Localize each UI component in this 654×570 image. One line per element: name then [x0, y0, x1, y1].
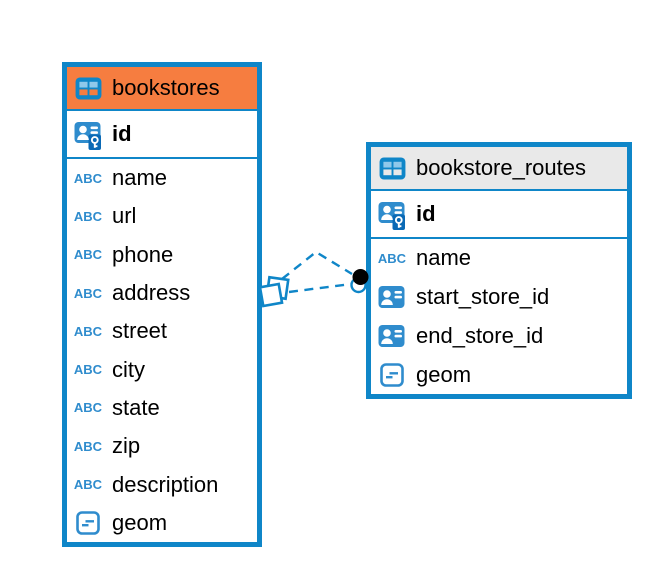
column-row[interactable]: ABC state — [67, 389, 257, 427]
column-name: street — [112, 318, 168, 344]
table-bookstores-header[interactable]: bookstores — [67, 67, 257, 111]
table-bookstore-routes-header[interactable]: bookstore_routes — [371, 147, 627, 191]
column-row[interactable]: geom — [67, 504, 257, 542]
column-row[interactable]: geom — [371, 355, 627, 394]
column-name: phone — [112, 241, 174, 267]
column-name: zip — [112, 433, 141, 459]
text-type-icon: ABC — [73, 170, 103, 186]
relationship-squares-marker — [258, 275, 290, 308]
column-row-id[interactable]: id — [371, 191, 627, 239]
text-type-icon: ABC — [73, 323, 103, 339]
column-row[interactable]: ABC city — [67, 350, 257, 388]
column-name: name — [416, 245, 472, 271]
relationship-line-upper — [281, 250, 353, 280]
table-title: bookstore_routes — [416, 155, 586, 180]
column-row[interactable]: ABC phone — [67, 236, 257, 274]
column-name: address — [112, 280, 191, 306]
column-name: id — [112, 121, 132, 146]
column-row-id[interactable]: id — [67, 111, 257, 159]
column-name: state — [112, 394, 160, 420]
column-name: url — [112, 203, 137, 229]
table-icon — [73, 76, 103, 100]
column-name: description — [112, 471, 219, 497]
column-name: start_store_id — [416, 284, 550, 310]
text-type-icon: ABC — [73, 438, 103, 454]
text-type-icon: ABC — [73, 285, 103, 301]
column-row[interactable]: ABC name — [371, 239, 627, 278]
column-name: name — [112, 165, 168, 191]
text-type-icon: ABC — [377, 250, 407, 266]
column-name: end_store_id — [416, 322, 544, 348]
geometry-type-icon — [377, 362, 407, 387]
text-type-icon: ABC — [73, 362, 103, 378]
column-row[interactable]: ABC url — [67, 197, 257, 235]
text-type-icon: ABC — [73, 400, 103, 416]
foreign-key-icon — [377, 324, 407, 348]
table-icon — [377, 156, 407, 180]
column-name: city — [112, 356, 145, 382]
text-type-icon: ABC — [73, 247, 103, 263]
primary-key-icon — [377, 197, 407, 231]
text-type-icon: ABC — [73, 477, 103, 493]
column-row[interactable]: start_store_id — [371, 278, 627, 317]
text-type-icon: ABC — [73, 208, 103, 224]
table-bookstores[interactable]: bookstores id ABC name — [62, 62, 262, 547]
geometry-type-icon — [73, 511, 103, 535]
column-row[interactable]: ABC zip — [67, 427, 257, 465]
column-name: geom — [416, 361, 472, 387]
column-row[interactable]: end_store_id — [371, 317, 627, 356]
column-row[interactable]: ABC street — [67, 312, 257, 350]
table-bookstore-routes[interactable]: bookstore_routes id ABC name — [366, 142, 632, 399]
column-name: id — [416, 201, 436, 226]
column-name: geom — [112, 509, 168, 535]
table-title: bookstores — [112, 75, 220, 100]
primary-key-icon — [73, 117, 103, 151]
column-row[interactable]: ABC name — [67, 159, 257, 197]
column-row[interactable]: ABC description — [67, 465, 257, 503]
relationship-line-lower — [288, 282, 352, 294]
column-row[interactable]: ABC address — [67, 274, 257, 312]
foreign-key-icon — [377, 285, 407, 309]
